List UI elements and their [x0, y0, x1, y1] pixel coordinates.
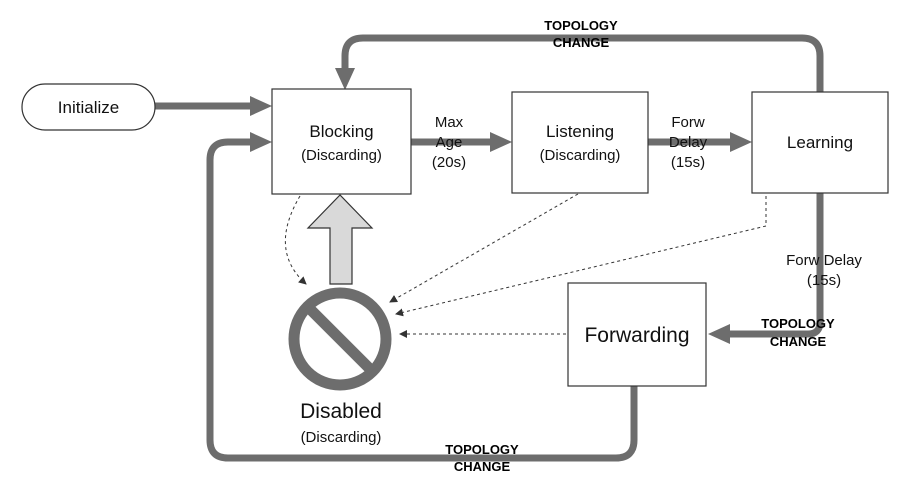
listening-label: Listening — [546, 122, 614, 141]
state-listening: Listening (Discarding) — [511, 91, 649, 194]
topology-top-line-1: TOPOLOGY — [544, 18, 618, 33]
forwarding-label: Forwarding — [584, 324, 689, 347]
topology-bottom-line-1: TOPOLOGY — [445, 442, 519, 457]
learning-to-forwarding-arrow — [708, 193, 824, 344]
max-age-line-1: Max — [435, 114, 464, 131]
forwarding-to-blocking-topology-arrow — [206, 132, 638, 462]
max-age-line-2: Age — [436, 134, 463, 151]
state-forwarding: Forwarding — [567, 282, 707, 387]
blocking-label: Blocking — [309, 122, 373, 141]
disabled-label: Disabled — [300, 400, 382, 423]
listening-to-disabled-dashed-arrow — [389, 193, 579, 303]
forw-delay-1-line-1: Forw — [671, 114, 705, 131]
forw-delay-2-line-2: (15s) — [807, 272, 841, 289]
topology-top-line-2: CHANGE — [553, 35, 610, 50]
disabled-sub-label: (Discarding) — [301, 429, 382, 446]
listening-to-learning-arrow — [648, 132, 752, 152]
learning-to-blocking-topology-arrow — [335, 34, 824, 92]
topology-change-label-right: TOPOLOGY CHANGE — [761, 316, 835, 349]
topology-right-line-2: CHANGE — [770, 334, 827, 349]
listening-sub-label: (Discarding) — [540, 147, 621, 164]
state-initialize: Initialize — [21, 83, 156, 131]
prohibited-sign-icon — [288, 287, 392, 391]
max-age-label: Max Age (20s) — [432, 114, 466, 171]
learning-label: Learning — [787, 133, 853, 152]
topology-bottom-line-2: CHANGE — [454, 459, 511, 474]
max-age-line-3: (20s) — [432, 154, 466, 171]
blocking-sub-label: (Discarding) — [301, 147, 382, 164]
up-arrow-icon — [306, 194, 374, 285]
forw-delay-2-line-1: Forw Delay — [786, 252, 862, 269]
blocking-to-disabled-dashed-arrow — [284, 195, 307, 285]
learning-to-disabled-dashed-arrow — [395, 196, 767, 317]
forw-delay-label-1: Forw Delay (15s) — [669, 114, 708, 171]
initialize-label: Initialize — [58, 98, 119, 117]
topology-change-label-top: TOPOLOGY CHANGE — [544, 18, 618, 50]
forw-delay-1-line-2: Delay — [669, 134, 708, 151]
topology-change-label-bottom: TOPOLOGY CHANGE — [445, 442, 519, 474]
blocking-to-listening-arrow — [411, 132, 512, 152]
forw-delay-label-2: Forw Delay (15s) — [786, 252, 862, 289]
state-learning: Learning — [751, 91, 889, 194]
state-blocking: Blocking (Discarding) — [271, 88, 412, 195]
topology-right-line-1: TOPOLOGY — [761, 316, 835, 331]
forw-delay-1-line-3: (15s) — [671, 154, 705, 171]
state-disabled: Disabled (Discarding) — [300, 400, 382, 446]
initialize-to-blocking-arrow — [155, 96, 272, 116]
